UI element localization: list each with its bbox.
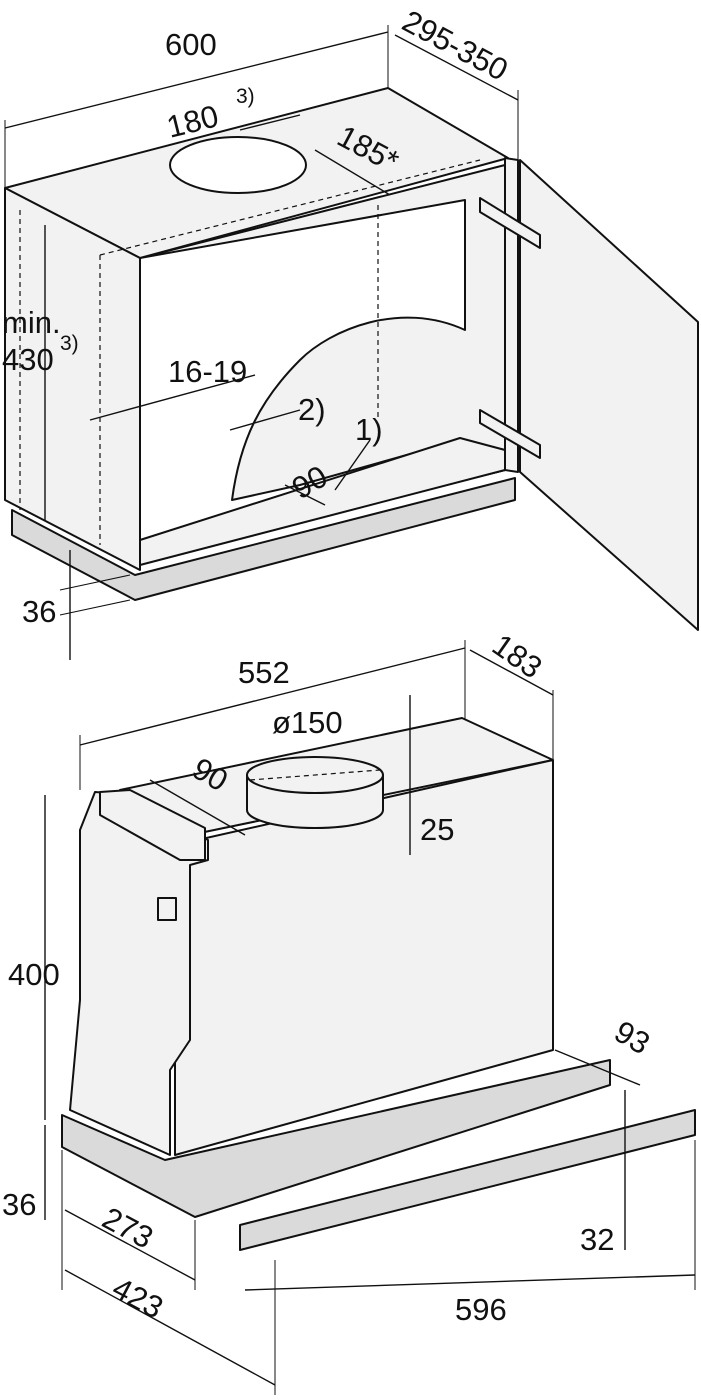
cabinet-front-edge — [504, 157, 519, 473]
cabinet-base-strip — [11, 477, 516, 601]
hood-visor-strip[interactable] — [239, 1109, 696, 1251]
label-16-19: 16-19 — [168, 354, 247, 389]
hood-filter-handle — [99, 789, 206, 861]
label-183: 183 — [486, 627, 548, 685]
hood-latch — [157, 897, 177, 921]
cabinet-drawing: 600 295-350 180 3) 185* min. 430 3) 16-1… — [2, 3, 699, 660]
cabinet-side-panel — [4, 187, 141, 571]
label-callout-1: 1) — [355, 412, 383, 447]
label-diameter-150: ø150 — [272, 705, 343, 740]
label-32: 32 — [580, 1222, 614, 1257]
duct-collar — [246, 756, 384, 829]
label-600: 600 — [165, 27, 217, 62]
door-hinge-bottom — [479, 409, 541, 459]
label-180-note: 3) — [236, 85, 255, 108]
label-36-hood: 36 — [2, 1187, 36, 1222]
label-min: min. — [2, 305, 61, 340]
hood-drawing: 552 183 ø150 90 25 400 93 36 273 32 423 … — [2, 627, 696, 1395]
door-hinge-top — [479, 197, 541, 249]
hood-base-plate — [61, 1059, 611, 1218]
label-callout-2: 2) — [298, 392, 326, 427]
label-596: 596 — [455, 1292, 507, 1327]
label-93: 93 — [609, 1014, 656, 1062]
label-25: 25 — [420, 812, 454, 847]
label-430-note: 3) — [60, 332, 79, 355]
label-273: 273 — [97, 1200, 159, 1255]
label-552: 552 — [238, 655, 290, 690]
cabinet-door[interactable] — [519, 159, 699, 631]
label-423: 423 — [107, 1270, 169, 1325]
cabinet-cutout — [169, 136, 307, 194]
label-36-cabinet: 36 — [22, 594, 56, 629]
label-430: 430 — [2, 342, 54, 377]
label-400: 400 — [8, 957, 60, 992]
